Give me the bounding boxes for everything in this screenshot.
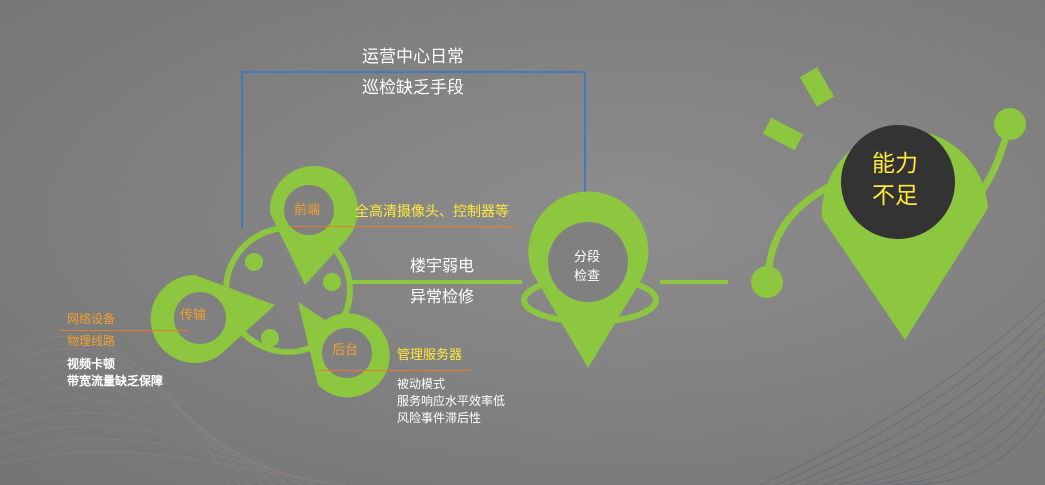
pin-transmission-issue-2: 带宽流量缺乏保障 — [67, 374, 164, 388]
pin-backend-note: 管理服务器 — [397, 348, 463, 363]
pin-backend-issue-1: 被动模式 — [397, 377, 446, 391]
pin-backend-label: 后台 — [332, 343, 359, 358]
top-bracket-line1: 运营中心日常 — [362, 47, 464, 67]
middle-connector-line1: 楼宇弱电 — [410, 256, 475, 275]
pin-front-note: 全高清摄像头、控制器等 — [355, 204, 509, 220]
ring-node-3 — [261, 329, 279, 347]
pin-transmission-note-1: 网络设备 — [67, 312, 116, 326]
bulb-line1: 能力 — [872, 151, 918, 177]
ring-node-2 — [323, 273, 341, 291]
pin-segment-line2: 检查 — [574, 269, 601, 284]
pin-transmission-hole — [174, 292, 226, 344]
top-bracket — [241, 71, 586, 228]
pin-transmission-note-2: 物理线路 — [67, 334, 116, 348]
bulb-ray-top — [799, 67, 835, 107]
pin-front-label: 前端 — [294, 203, 321, 218]
pin-backend-issue-2: 服务响应水平效率低 — [397, 394, 506, 408]
bulb-wire-right-node — [994, 108, 1026, 140]
pin-transmission-label: 传输 — [180, 308, 207, 323]
middle-connector-line2: 异常检修 — [410, 287, 475, 306]
pin-backend-hole — [322, 328, 372, 378]
top-bracket-line2: 巡检缺乏手段 — [362, 78, 464, 98]
location-pin-icon — [269, 165, 358, 285]
bulb-dark-core — [841, 125, 955, 239]
bulb-wire-left-node — [751, 266, 783, 298]
light-bulb-icon — [751, 67, 1026, 340]
pin-segment-hole — [548, 222, 628, 302]
location-pin-icon — [528, 191, 649, 368]
pin-backend-issue-3: 风险事件滞后性 — [397, 411, 482, 425]
location-pin-icon — [150, 274, 275, 363]
location-pin-icon — [298, 302, 390, 398]
ring-node-1 — [245, 253, 263, 271]
pin-front-underline — [290, 226, 515, 227]
decor-curves-right — [759, 299, 1045, 485]
decor-curves-left — [0, 336, 346, 485]
bulb-line2: 不足 — [872, 183, 918, 209]
bulb-ray-left — [762, 117, 804, 151]
pin-backend-underline — [318, 370, 470, 371]
pin-segment-line1: 分段 — [574, 250, 601, 265]
pin-transmission-underline — [60, 330, 188, 331]
pin-front-hole — [284, 185, 334, 235]
pin-transmission-issue-1: 视频卡顿 — [67, 357, 116, 371]
